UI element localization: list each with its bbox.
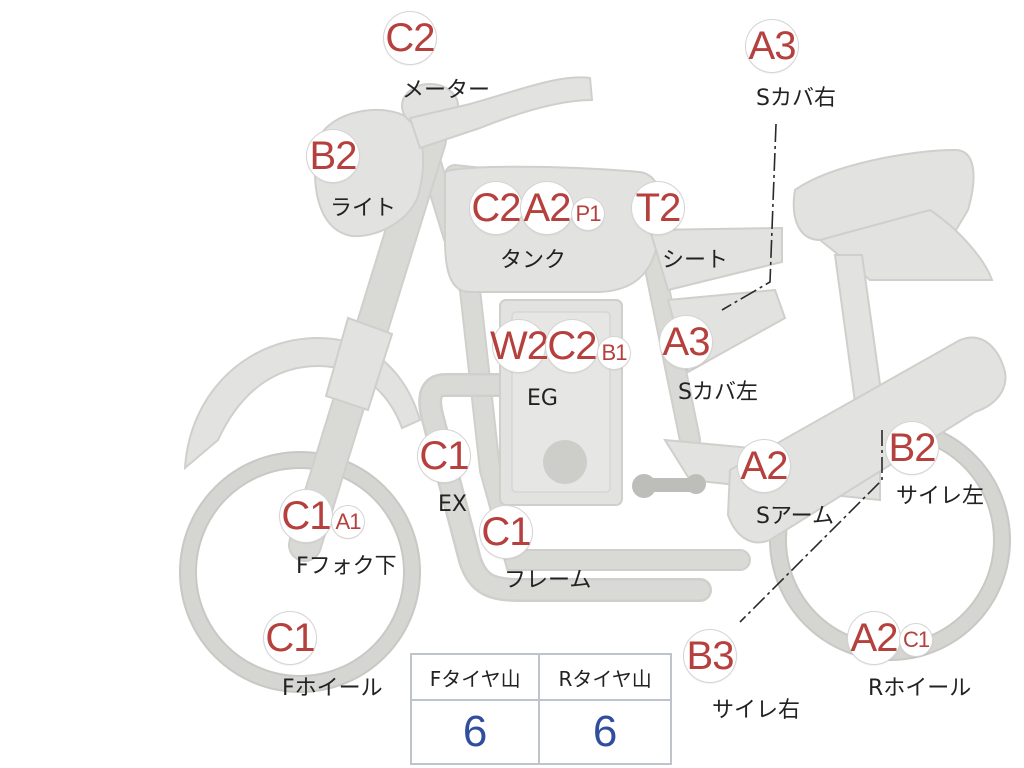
- label-muffler-left: サイレ左: [896, 484, 985, 509]
- rear-tire-tread-header: Rタイヤ山: [538, 653, 672, 701]
- badge-fwheel-c1: C1: [264, 612, 316, 664]
- badge-tank-c2: C2: [470, 182, 522, 234]
- label-tank: タンク: [500, 248, 567, 273]
- badge-rwheel-c1: C1: [900, 624, 932, 656]
- badge-tank-a2: A2: [521, 182, 573, 234]
- label-ffork: Fフォク下: [296, 554, 397, 579]
- label-rwheel: Rホイール: [868, 676, 972, 701]
- label-eg: EG: [527, 386, 558, 411]
- label-scover-right: Sカバ右: [756, 86, 836, 111]
- badge-scover-right-a3: A3: [746, 20, 798, 72]
- badge-ffork-a1: A1: [332, 506, 364, 538]
- badge-eg-w2: W2: [490, 320, 549, 372]
- handlebar: [408, 76, 594, 150]
- badge-seat-t2: T2: [632, 182, 684, 234]
- rear-tire-tread-value: 6: [538, 699, 672, 765]
- label-meter: メーター: [402, 78, 491, 103]
- label-muffler-right: サイレ右: [712, 698, 801, 723]
- label-seat: シート: [662, 248, 729, 273]
- leader-line-scover-right: [721, 123, 777, 311]
- exhaust-pipe: [418, 373, 712, 602]
- badge-sarm-a2: A2: [738, 440, 790, 492]
- label-ex: EX: [438, 492, 467, 517]
- badge-rwheel-a2: A2: [848, 612, 900, 664]
- muffler: [726, 336, 1007, 544]
- label-scover-left: Sカバ左: [678, 380, 758, 405]
- badge-scover-left-a3: A3: [660, 316, 712, 368]
- leader-line-muffler-left: [739, 430, 883, 623]
- badge-tank-p1: P1: [572, 198, 604, 230]
- front-tire-tread-header: Fタイヤ山: [409, 653, 541, 701]
- seat-rail-panel: [648, 226, 783, 292]
- label-frame: フレーム: [504, 568, 592, 593]
- label-sarm: Sアーム: [756, 504, 834, 529]
- badge-muffler-right-b3: B3: [684, 630, 736, 682]
- tire-tread-table: Fタイヤ山 Rタイヤ山 6 6: [409, 653, 672, 765]
- badge-frame-c1: C1: [480, 506, 532, 558]
- badge-muffler-left-b2: B2: [886, 422, 938, 474]
- badge-light-b2: B2: [307, 130, 359, 182]
- badge-eg-b1: B1: [598, 337, 630, 369]
- badge-ffork-c1: C1: [280, 490, 332, 542]
- label-fwheel: Fホイール: [282, 676, 383, 701]
- label-light: ライト: [330, 196, 397, 221]
- badge-ex-c1: C1: [418, 430, 470, 482]
- footpeg: [632, 474, 706, 498]
- badge-meter-c2: C2: [384, 12, 436, 64]
- badge-eg-c2: C2: [546, 320, 598, 372]
- front-wheel: [179, 451, 421, 693]
- front-tire-tread-value: 6: [409, 699, 541, 765]
